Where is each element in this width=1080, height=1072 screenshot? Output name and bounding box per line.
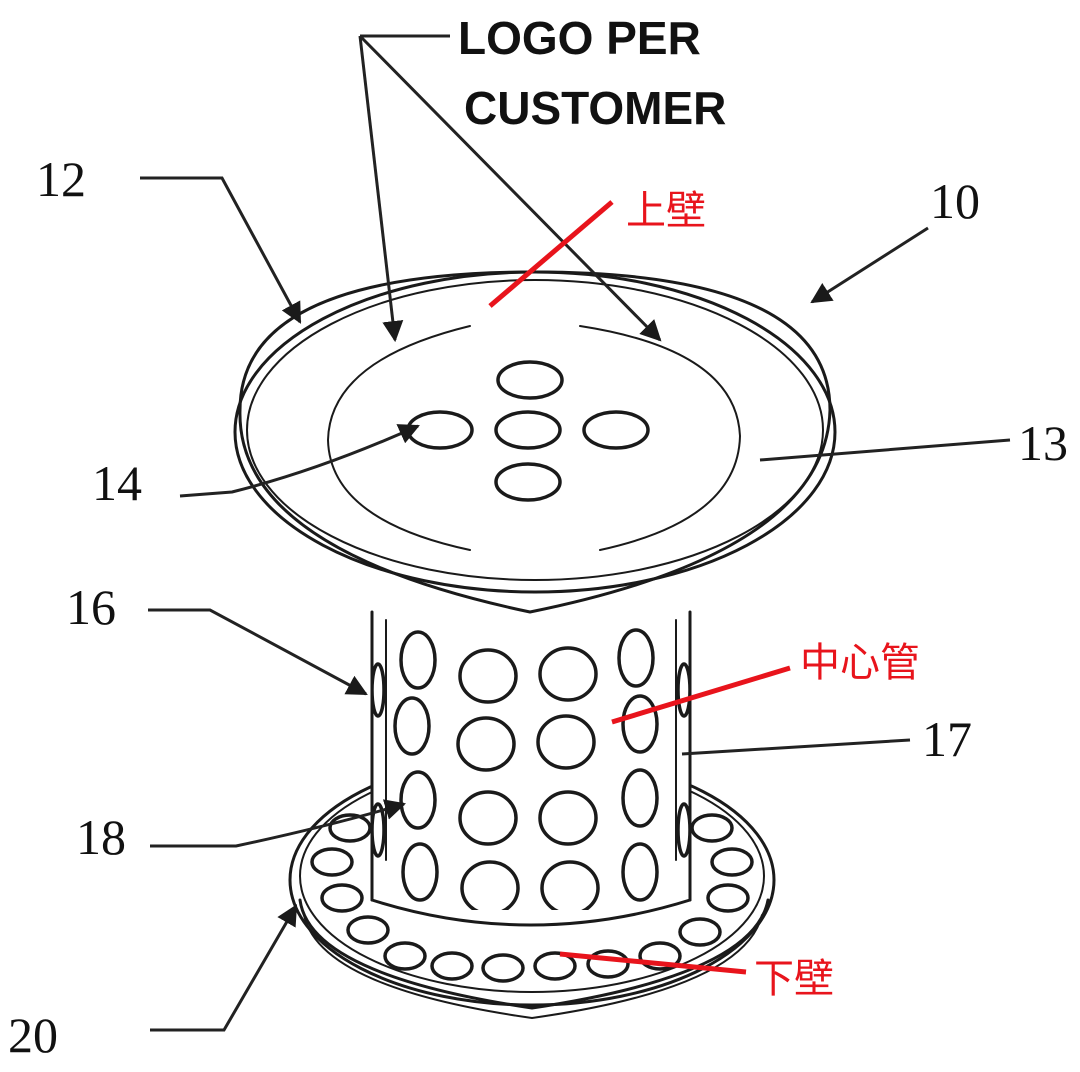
ref-14: 14 [92,455,142,511]
label-center-tube: 中心管 [800,640,920,686]
tube-holes [372,628,690,910]
ref-10: 10 [930,173,980,229]
ref-18: 18 [76,809,126,865]
ref-13: 13 [1018,415,1068,471]
label-lower-wall: 下壁 [754,956,834,1002]
label-upper-wall: 上壁 [626,188,706,234]
cap-holes [406,360,650,502]
ref-16: 16 [66,579,116,635]
leader-lines [140,34,1011,1032]
logo-note-line2: CUSTOMER [464,82,726,134]
center-tube [370,610,692,927]
ref-12: 12 [36,151,86,207]
top-cap [233,270,837,614]
logo-note-line1: LOGO PER [458,12,701,64]
annotation-lines [488,200,791,975]
ref-20: 20 [8,1007,58,1063]
ref-17: 17 [922,711,972,767]
